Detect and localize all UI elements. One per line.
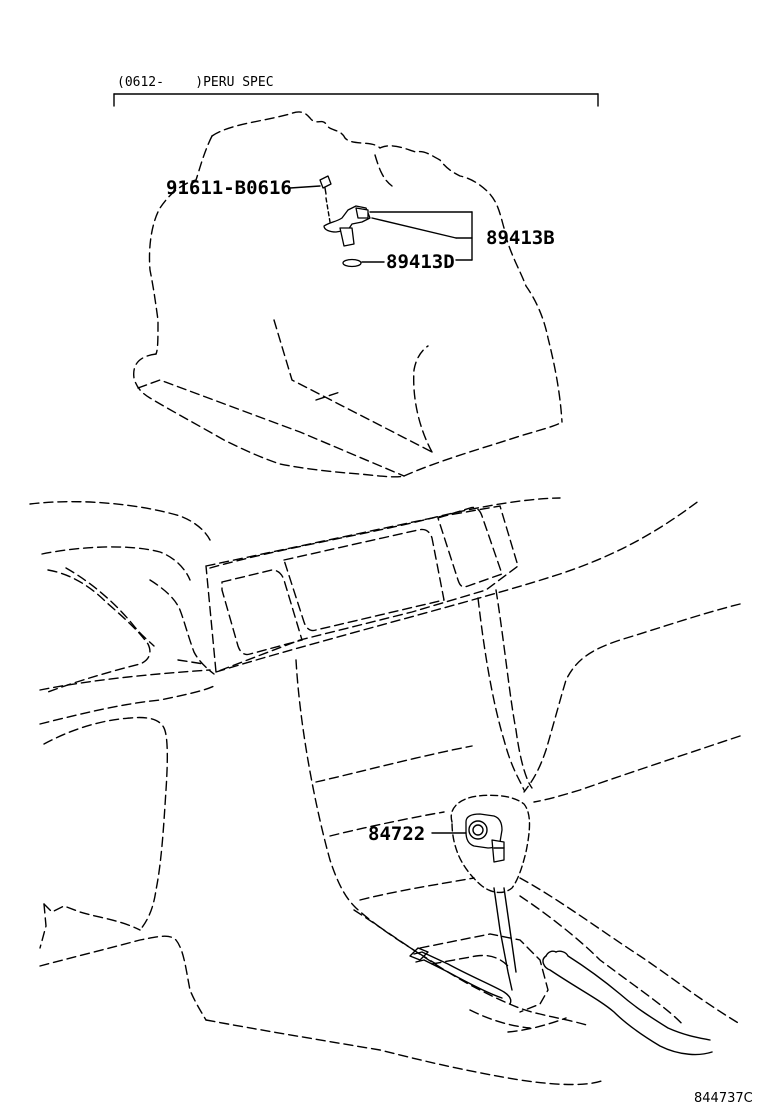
shift-knob (450, 794, 531, 894)
sensor-leader (369, 211, 473, 261)
label-bolt: 91611-B0616 (166, 177, 292, 199)
o-ring-part (342, 258, 362, 268)
spec-bracket: (0612- )PERU SPEC (113, 75, 599, 107)
interior-outline (29, 497, 741, 1086)
transmission-outline (133, 111, 563, 478)
parking-brake-lever (542, 950, 713, 1056)
label-knob-switch: 84722 (368, 823, 425, 845)
shift-lever (409, 887, 517, 1005)
label-sensor: 89413B (486, 227, 555, 249)
spec-note: (0612- )PERU SPEC (117, 75, 274, 90)
speed-sensor-part (323, 205, 371, 247)
bolt-leader (289, 185, 321, 189)
label-o-ring: 89413D (386, 251, 455, 273)
diagram-code: 844737C (694, 1091, 753, 1106)
bolt-part (319, 175, 332, 223)
